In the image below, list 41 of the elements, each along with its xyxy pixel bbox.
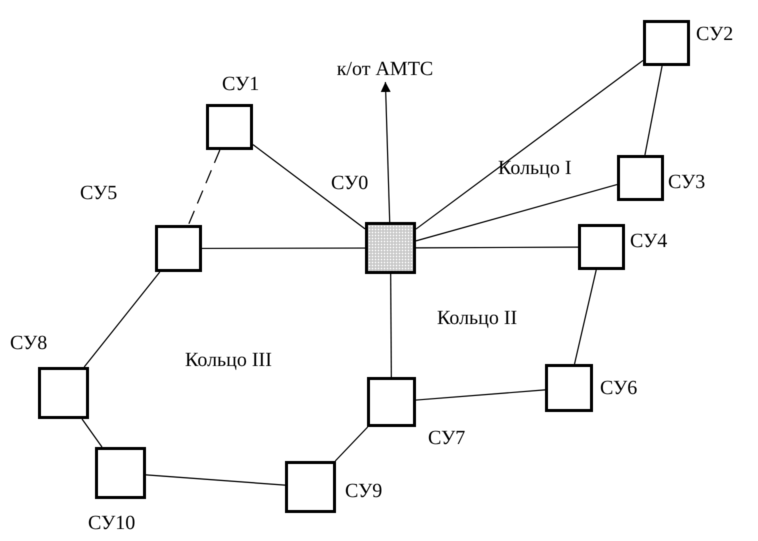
- connector-line: [188, 150, 220, 226]
- node-label: СУ3: [668, 172, 706, 192]
- ring-label: Кольцо III: [185, 350, 272, 370]
- station-box: [578, 224, 625, 270]
- node-label: СУ8: [10, 333, 48, 353]
- station-box: [643, 20, 690, 66]
- connector-line: [334, 426, 368, 462]
- station-box: [38, 367, 89, 419]
- station-box: [285, 461, 336, 513]
- station-box: [95, 447, 146, 499]
- station-box: [206, 104, 253, 150]
- node-label: СУ10: [88, 513, 136, 533]
- node-label: СУ7: [428, 428, 466, 448]
- connector-line: [390, 274, 392, 377]
- connector-line: [252, 144, 366, 230]
- station-box: [545, 364, 593, 412]
- station-box: [367, 377, 416, 427]
- station-box: [365, 222, 416, 274]
- node-label: СУ0: [331, 173, 368, 193]
- connector-line: [84, 272, 160, 368]
- node-label: СУ5: [80, 183, 118, 203]
- ring-label: Кольцо II: [437, 308, 518, 328]
- ring-label: Кольцо I: [498, 158, 572, 178]
- connector-line: [574, 270, 597, 364]
- node-label: СУ2: [696, 24, 734, 44]
- station-box: [155, 225, 202, 272]
- node-label: СУ9: [345, 481, 382, 501]
- node-label: СУ6: [600, 378, 638, 398]
- station-box: [617, 155, 664, 201]
- node-label: СУ1: [222, 74, 260, 94]
- connector-line: [82, 418, 102, 448]
- connector-line: [416, 246, 578, 248]
- node-label: СУ4: [630, 231, 668, 251]
- connector-line: [416, 184, 618, 242]
- connector-line: [146, 474, 286, 486]
- connector-line: [416, 60, 644, 230]
- connector-line: [416, 389, 546, 401]
- node-text: к/от АМТС: [300, 56, 470, 82]
- connector-line: [644, 66, 663, 156]
- arrow: [380, 82, 391, 222]
- connector-line: [202, 247, 365, 250]
